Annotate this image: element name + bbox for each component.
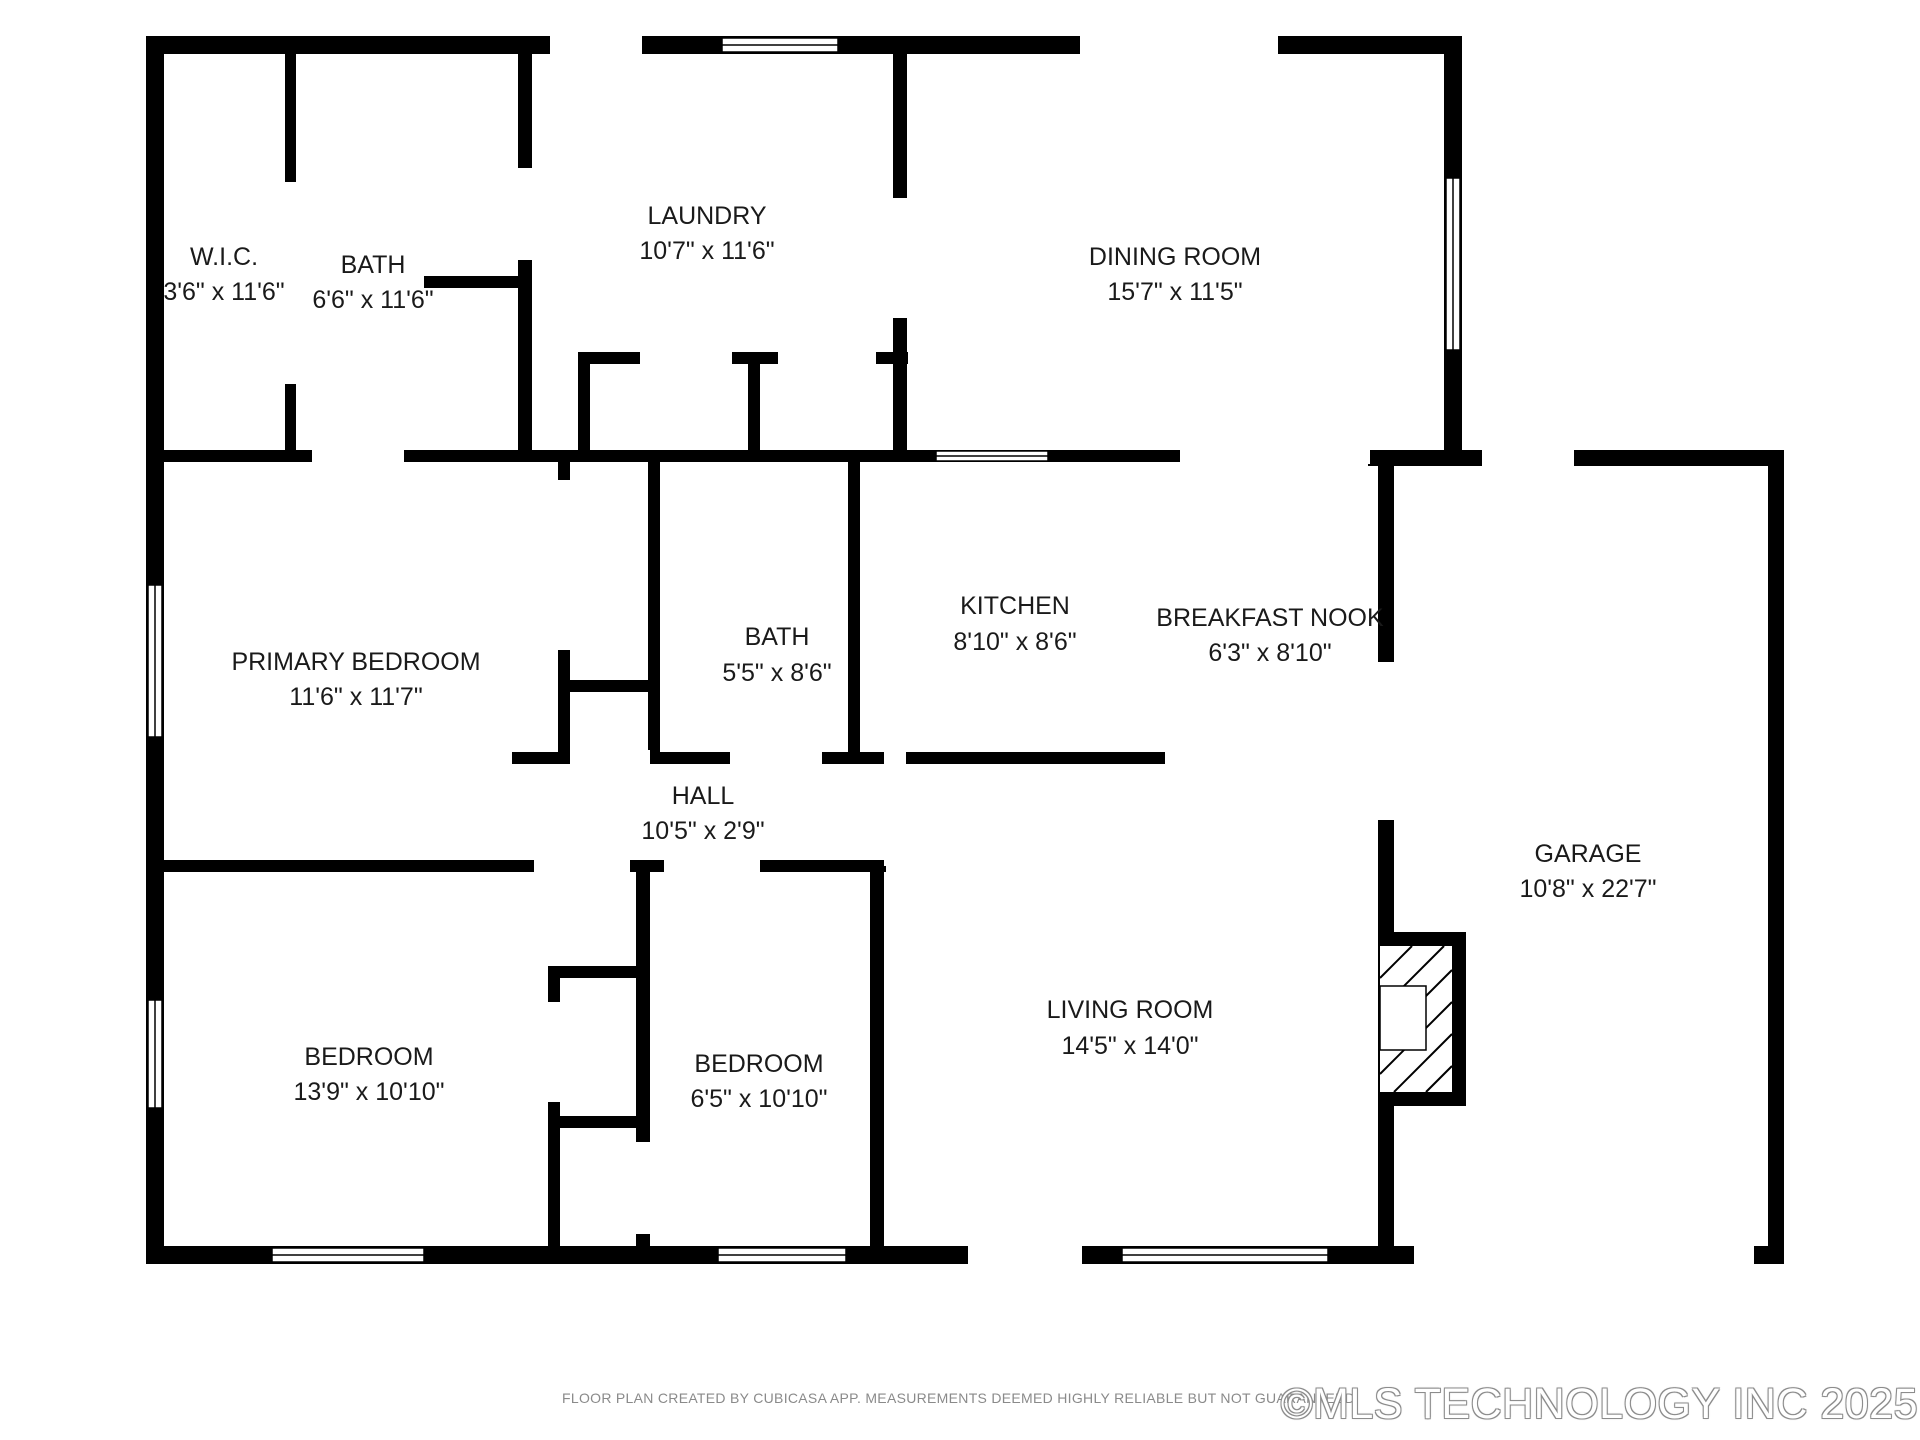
window-bed1-bottom	[271, 1247, 425, 1263]
room-name-garage: GARAGE	[1535, 840, 1642, 868]
room-dims-kitchen: 8'10" x 8'6"	[953, 628, 1076, 656]
room-name-primary-bedroom: PRIMARY BEDROOM	[231, 648, 480, 676]
room-name-bath-1: BATH	[341, 251, 406, 279]
room-dims-bedroom-2: 6'5" x 10'10"	[690, 1085, 827, 1113]
room-dims-wic: 3'6" x 11'6"	[163, 278, 284, 306]
room-name-laundry: LAUNDRY	[647, 202, 766, 230]
room-dims-dining: 15'7" x 11'5"	[1107, 278, 1242, 306]
room-name-bedroom-1: BEDROOM	[304, 1043, 433, 1071]
room-name-kitchen: KITCHEN	[960, 592, 1070, 620]
fireplace	[1379, 945, 1453, 1093]
doorways	[283, 34, 1754, 1266]
room-name-dining: DINING ROOM	[1089, 243, 1261, 271]
room-dims-garage: 10'8" x 22'7"	[1519, 875, 1656, 903]
room-name-breakfast-nook: BREAKFAST NOOK	[1156, 604, 1384, 632]
room-dims-living: 14'5" x 14'0"	[1061, 1032, 1198, 1060]
room-dims-bath-1: 6'6" x 11'6"	[312, 286, 433, 314]
window-bed1-left	[147, 999, 163, 1109]
window-primary-left	[147, 584, 163, 738]
window-living-bottom	[1121, 1247, 1329, 1263]
room-name-hall: HALL	[672, 782, 735, 810]
room-dims-primary-bedroom: 11'6" x 11'7"	[289, 683, 422, 711]
window-kitchen-top	[935, 450, 1049, 462]
window-bed2-bottom	[717, 1247, 847, 1263]
window-dining-right	[1445, 177, 1461, 351]
room-dims-hall: 10'5" x 2'9"	[641, 817, 764, 845]
room-dims-bedroom-1: 13'9" x 10'10"	[293, 1078, 444, 1106]
room-name-bath-2: BATH	[745, 623, 810, 651]
room-name-living: LIVING ROOM	[1047, 996, 1214, 1024]
room-dims-bath-2: 5'5" x 8'6"	[722, 659, 831, 687]
room-name-wic: W.I.C.	[190, 243, 258, 271]
window-laundry-top	[721, 37, 839, 53]
room-name-bedroom-2: BEDROOM	[694, 1050, 823, 1078]
room-dims-breakfast-nook: 6'3" x 8'10"	[1208, 639, 1331, 667]
room-labels: W.I.C. 3'6" x 11'6" BATH 6'6" x 11'6" LA…	[163, 202, 1656, 1113]
copyright-watermark: ©MLS TECHNOLOGY INC 2025	[1280, 1380, 1918, 1428]
room-dims-laundry: 10'7" x 11'6"	[639, 237, 774, 265]
windows	[147, 37, 1461, 1263]
disclaimer-text: FLOOR PLAN CREATED BY CUBICASA APP. MEAS…	[562, 1390, 1360, 1406]
